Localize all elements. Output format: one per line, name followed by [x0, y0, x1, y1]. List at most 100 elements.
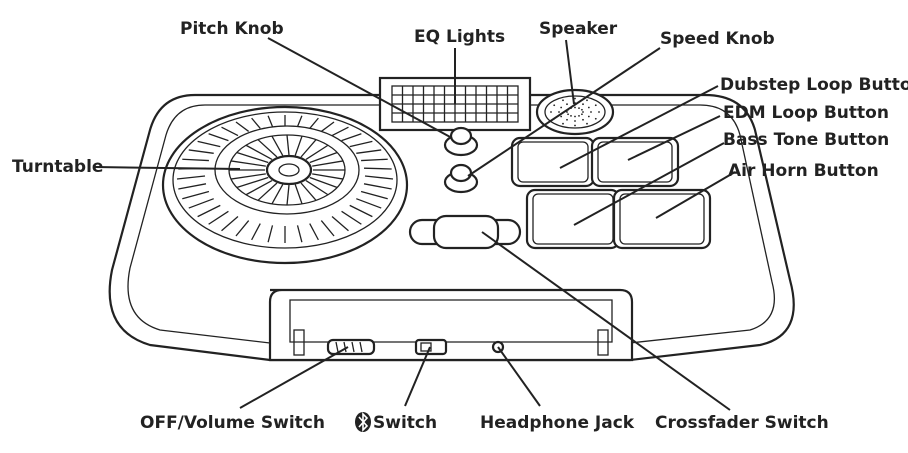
turntable-ridge [331, 126, 349, 137]
turntable-spoke [257, 182, 278, 201]
speaker-hole [581, 108, 583, 111]
pitch-knob[interactable] [443, 126, 479, 157]
turntable-spoke [230, 173, 266, 180]
turntable-ridge [188, 149, 214, 154]
speaker-hole [558, 111, 560, 113]
leader-bass-tone [573, 142, 725, 226]
speaker-hole [587, 115, 590, 118]
turntable-ridge [197, 204, 221, 218]
turntable-ridge [309, 223, 319, 241]
bass-tone-button[interactable] [525, 188, 621, 250]
turntable-spoke [257, 139, 278, 158]
speaker [535, 88, 615, 136]
turntable-ridge [235, 220, 250, 237]
speaker-hole [581, 113, 583, 116]
front-notch-right [597, 329, 609, 356]
label-edm-loop-button: EDM Loop Button [723, 103, 889, 123]
turntable-spoke [294, 184, 303, 205]
turntable-ridge [178, 183, 207, 190]
speaker-hole [566, 111, 568, 113]
speaker-hole [582, 111, 584, 113]
label-crossfader-switch: Crossfader Switch [655, 413, 829, 433]
turntable-spoke [300, 139, 317, 158]
turntable-ridge [267, 115, 274, 127]
turntable-spoke [312, 160, 344, 167]
turntable-ridge [349, 140, 373, 148]
speaker-hole [566, 103, 568, 106]
turntable-ridge [267, 225, 274, 243]
speaker-hole [574, 106, 576, 109]
label-speaker: Speaker [539, 19, 618, 39]
speaker-hole [590, 111, 592, 113]
leader-turntable [94, 166, 241, 170]
label-pitch-knob: Pitch Knob [180, 19, 284, 39]
turntable-spoke [271, 135, 284, 156]
speaker-hole [587, 106, 590, 109]
speaker-hole [578, 114, 580, 117]
turntable-ridge [296, 225, 303, 243]
turntable-ridge [341, 210, 362, 225]
turntable-ridge [363, 167, 392, 170]
turntable-spoke [230, 160, 266, 167]
turntable-ridge [251, 223, 261, 241]
turntable-ridge [360, 190, 388, 200]
turntable-ridge [320, 220, 335, 237]
turntable-ridge [341, 133, 362, 142]
label-off-volume-switch: OFF/Volume Switch [140, 413, 325, 433]
speaker-hole [574, 97, 576, 100]
turntable-spoke [312, 173, 344, 180]
speaker-hole [594, 117, 597, 120]
crossfader-switch[interactable] [408, 214, 522, 250]
off-volume-switch[interactable] [326, 338, 376, 356]
turntable-spoke [271, 184, 284, 205]
speed-knob[interactable] [443, 163, 479, 194]
turntable-ridge [296, 115, 303, 127]
speaker-hole [550, 111, 552, 113]
speaker-hole [560, 115, 563, 118]
label-speed-knob: Speed Knob [660, 29, 775, 49]
turntable-ridge [363, 183, 392, 190]
turntable-spoke [236, 176, 269, 189]
speaker-hole [574, 120, 576, 122]
label-turntable: Turntable [12, 157, 103, 177]
air-horn-button[interactable] [612, 188, 712, 250]
speaker-hole [598, 111, 600, 113]
leader-dubstep-loop [559, 85, 719, 169]
leader-edm-loop [627, 115, 721, 161]
turntable-ridge [208, 210, 229, 225]
speaker-hole [562, 99, 564, 102]
turntable-ridge [309, 117, 319, 129]
edm-loop-button[interactable] [590, 136, 680, 188]
speaker-hole [578, 107, 580, 110]
leader-headphone [497, 346, 541, 407]
leader-speed-knob [467, 47, 661, 177]
turntable-ridge [221, 126, 239, 137]
turntable-ridge [182, 158, 209, 162]
speaker-hole [562, 122, 564, 125]
leader-off-volume [239, 346, 349, 409]
turntable-ridge [208, 133, 229, 142]
speaker-hole [553, 104, 556, 107]
label-air-horn-button: Air Horn Button [728, 161, 879, 181]
speaker-hole [560, 106, 563, 109]
turntable-spoke [305, 144, 329, 160]
label-dubstep-loop-button: Dubstep Loop Button [720, 75, 908, 95]
speaker-hole [594, 104, 597, 107]
leader-air-horn [655, 171, 736, 219]
bluetooth-switch[interactable] [414, 338, 448, 356]
front-notch-left [293, 329, 305, 356]
front-panel-inner [289, 299, 613, 343]
leader-crossfader [481, 231, 731, 411]
leader-speaker [565, 39, 575, 105]
turntable-ridge [188, 198, 214, 209]
speaker-hole [567, 113, 569, 116]
dubstep-loop-button[interactable] [510, 136, 596, 188]
turntable-ridge [356, 198, 382, 209]
turntable-ridge [176, 175, 206, 180]
turntable-ridge [235, 121, 250, 132]
label-bass-tone-button: Bass Tone Button [723, 130, 889, 150]
speaker-hole [586, 122, 588, 125]
turntable-ridge [182, 190, 210, 200]
speaker-hole [582, 103, 584, 106]
speaker-hole [566, 118, 568, 121]
